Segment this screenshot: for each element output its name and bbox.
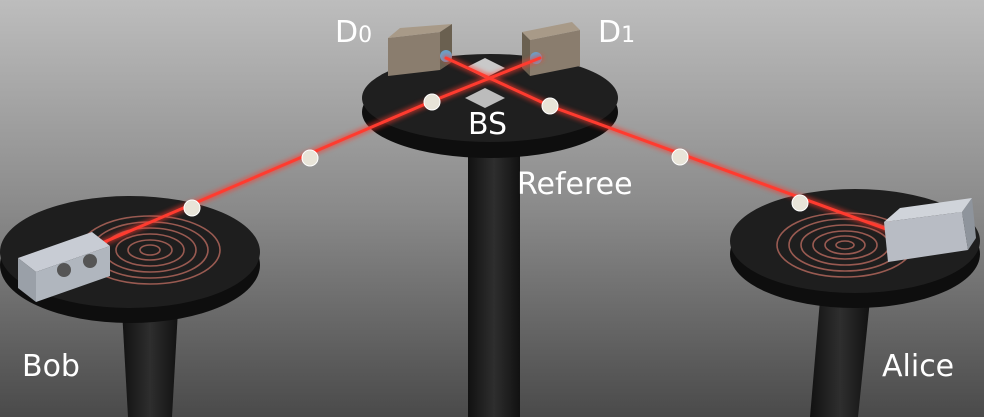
detector-d0 — [388, 24, 452, 76]
detector-d0-label: D0 — [335, 15, 373, 50]
referee-pole — [468, 120, 520, 417]
beam-splitter-label: BS — [468, 107, 508, 142]
alice-source — [884, 198, 976, 262]
bob-source — [18, 232, 110, 302]
detector-d1-label: D1 — [598, 15, 636, 50]
photon-markers — [183, 93, 809, 217]
bob-label: Bob — [22, 349, 80, 384]
alice-pole — [810, 300, 870, 417]
referee-label: Referee — [517, 167, 633, 202]
bob-pole — [122, 310, 178, 417]
bob-table — [0, 196, 260, 323]
alice-label: Alice — [882, 349, 955, 384]
